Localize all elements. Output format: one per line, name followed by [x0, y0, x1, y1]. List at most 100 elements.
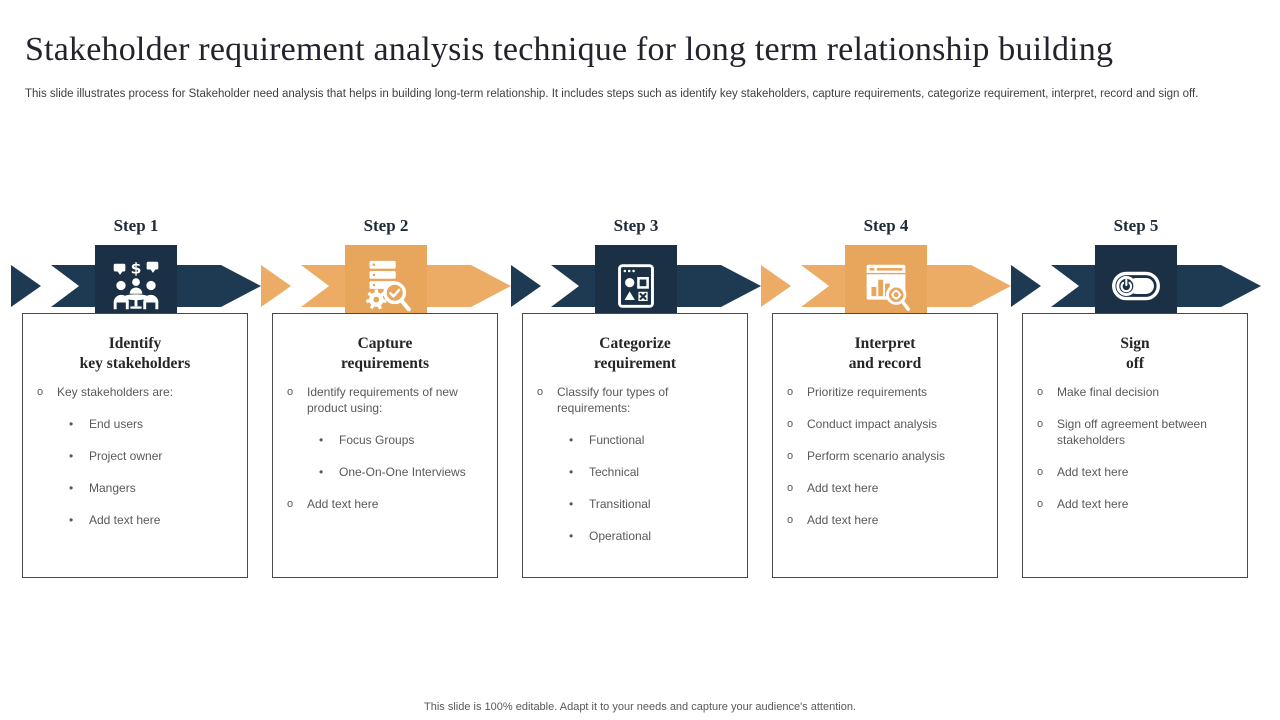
bullet-item: o Identify requirements of new product us… [285, 384, 491, 416]
bullet-item: o Prioritize requirements [785, 384, 991, 400]
svg-text:$: $ [131, 259, 142, 277]
circle-bullet-marker: o [787, 450, 794, 462]
bullet-text: Operational [589, 529, 652, 543]
step-column-2: Step 2 [261, 210, 511, 595]
bullet-text: Mangers [89, 481, 136, 495]
arrow-tail-chevron [761, 265, 791, 307]
bullet-text: Add text here [807, 513, 879, 527]
arrow-tail-chevron [11, 265, 41, 307]
bullet-item: • Mangers [35, 480, 241, 496]
circle-bullet-marker: o [787, 482, 794, 494]
dot-bullet-marker: • [569, 465, 574, 479]
bullet-item: o Make final decision [1035, 384, 1241, 400]
step-label: Step 1 [113, 216, 159, 235]
bullet-item: o Add text here [785, 512, 991, 528]
circle-bullet-marker: o [787, 386, 794, 398]
arrow-tail-chevron [1011, 265, 1041, 307]
circle-bullet-marker: o [37, 386, 44, 398]
bullet-item: • End users [35, 416, 241, 432]
step-column-1: Step 1 $ [11, 210, 261, 595]
bullet-text: Transitional [589, 497, 651, 511]
bullet-text: Add text here [1057, 497, 1129, 511]
circle-bullet-marker: o [1037, 386, 1044, 398]
dot-bullet-marker: • [69, 481, 74, 495]
bullet-item: • Transitional [535, 496, 741, 512]
bullet-text: Technical [589, 465, 640, 479]
bullet-text: Functional [589, 433, 645, 447]
bullet-item: o Classify four types of requirements: [535, 384, 741, 416]
categories-window-icon [618, 264, 654, 308]
bullet-text: Add text here [307, 497, 379, 511]
meeting-icon: $ [113, 259, 159, 310]
bullet-item: • Functional [535, 432, 741, 448]
bullet-text: Prioritize requirements [807, 385, 928, 399]
dot-bullet-marker: • [319, 465, 324, 479]
bullet-text: Project owner [89, 449, 163, 463]
bullet-text: Add text here [89, 513, 161, 527]
circle-bullet-marker: o [787, 418, 794, 430]
bullet-text: Focus Groups [339, 433, 415, 447]
step-card-bullets: o Classify four types of requirements: • Fu… [523, 384, 747, 544]
bullet-text: Sign off agreement between stakeholders [1057, 417, 1207, 447]
bullet-item: • Project owner [35, 448, 241, 464]
bullet-text: Add text here [1057, 465, 1129, 479]
step-label: Step 4 [863, 216, 909, 235]
dot-bullet-marker: • [69, 449, 74, 463]
bullet-item: o Conduct impact analysis [785, 416, 991, 432]
dot-bullet-marker: • [319, 433, 324, 447]
bullet-text: Identify requirements of new product usi… [307, 385, 458, 415]
circle-bullet-marker: o [287, 386, 294, 398]
process-steps: Step 1 $ [11, 210, 1261, 595]
toggle-switch-icon [1112, 271, 1160, 301]
chart-analysis-icon [866, 264, 911, 311]
slide-title: Stakeholder requirement analysis techniq… [25, 31, 1114, 68]
circle-bullet-marker: o [1037, 498, 1044, 510]
bullet-item: o Add text here [1035, 496, 1241, 512]
bullet-item: o Add text here [285, 496, 491, 512]
circle-bullet-marker: o [787, 514, 794, 526]
arrow-tail-chevron [261, 265, 291, 307]
slide-subtitle: This slide illustrates process for Stake… [25, 88, 1199, 100]
dot-bullet-marker: • [69, 513, 74, 527]
dot-bullet-marker: • [569, 497, 574, 511]
bullet-item: •Operational [535, 528, 741, 544]
dot-bullet-marker: • [69, 417, 74, 431]
step-card-bullets: o Identify requirements of new product us… [273, 384, 497, 512]
bullet-text: One-On-One Interviews [339, 465, 466, 479]
bullet-text: Conduct impact analysis [807, 417, 938, 431]
bullet-text: Make final decision [1057, 385, 1160, 399]
bullet-item: • Add text here [35, 512, 241, 528]
bullet-text: Add text here [807, 481, 879, 495]
bullet-item: • Focus Groups [285, 432, 491, 448]
bullet-text: Classify four types of requirements: [557, 385, 669, 415]
circle-bullet-marker: o [1037, 466, 1044, 478]
bullet-text: End users [89, 417, 144, 431]
circle-bullet-marker: o [537, 386, 544, 398]
step-column-4: Step 4 [761, 210, 1011, 595]
step-label: Step 2 [363, 216, 409, 235]
arrow-tail-chevron [511, 265, 541, 307]
dot-bullet-marker: • [569, 433, 574, 447]
bullet-item: o Add text here [1035, 464, 1241, 480]
step-label: Step 5 [1113, 216, 1159, 235]
circle-bullet-marker: o [287, 498, 294, 510]
step-label: Step 3 [613, 216, 659, 235]
bullet-item: • Technical [535, 464, 741, 480]
